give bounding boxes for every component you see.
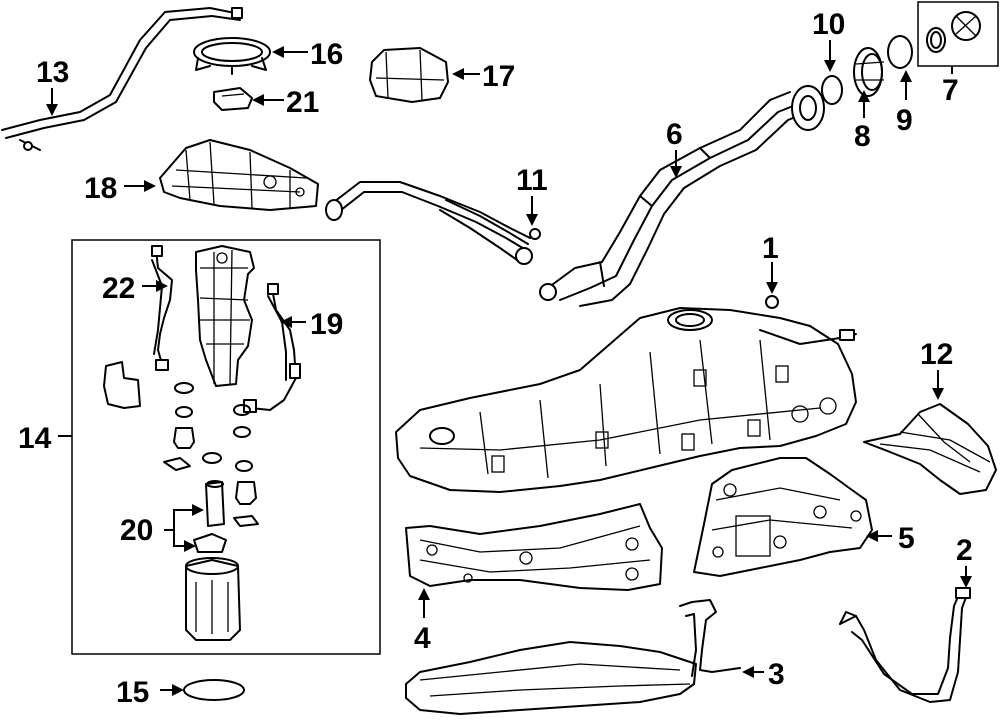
o-ring: [233, 426, 251, 438]
fuel-filter-housing: [185, 557, 241, 641]
callout-7: 7: [942, 74, 959, 107]
callout-16: 16: [310, 38, 343, 71]
part-20-fuel-pump: [193, 480, 227, 553]
part-18-gauge-bracket: [159, 139, 319, 211]
part-15-gasket: [183, 679, 245, 701]
part-8-cap-ring: [853, 47, 885, 97]
callout-labels: 13 16 21 17 18 11 6 10 8 9 7 1 12 5 2 4 …: [18, 8, 973, 709]
part-6-filler-pipe: [539, 85, 825, 307]
callout-5: 5: [898, 522, 915, 555]
part-17-cover: [369, 47, 449, 103]
callout-1: 1: [762, 232, 779, 265]
clip: [163, 457, 191, 471]
part-22-wire-harness: [151, 245, 173, 371]
callout-9: 9: [896, 104, 913, 137]
callout-11: 11: [516, 164, 548, 197]
o-ring: [175, 406, 193, 418]
callout-2: 2: [956, 534, 973, 567]
part-12-heat-insulator: [863, 403, 997, 495]
o-ring: [202, 452, 222, 464]
o-ring: [235, 460, 253, 472]
callout-12: 12: [920, 338, 953, 371]
part-10-gasket: [821, 75, 843, 105]
part-3-strap: [405, 599, 741, 715]
callout-10: 10: [812, 8, 845, 41]
callout-15: 15: [116, 676, 149, 709]
callout-18: 18: [84, 172, 117, 205]
callout-13: 13: [36, 56, 69, 89]
callout-8: 8: [854, 120, 871, 153]
callout-14: 14: [18, 422, 52, 455]
callout-21: 21: [286, 86, 319, 119]
o-ring: [233, 404, 251, 416]
pressure-regulator: [173, 427, 195, 449]
part-4-protector: [405, 503, 663, 591]
part-5-protector: [693, 457, 873, 577]
part-19-wire: [243, 283, 301, 413]
part-14-fuel-pump-group: [71, 239, 381, 655]
callout-3: 3: [768, 658, 785, 691]
callout-17: 17: [482, 60, 515, 93]
callout-20: 20: [120, 514, 153, 547]
part-16-lock-ring: [193, 37, 271, 75]
leader-lines: [46, 40, 972, 696]
pressure-regulator: [235, 481, 257, 505]
part-7-fuel-cap-box: [917, 1, 999, 67]
callout-4: 4: [414, 622, 431, 655]
part-11-breather-hose: [325, 181, 541, 265]
clip: [233, 515, 259, 527]
pump-bracket: [103, 361, 141, 409]
part-2-band: [839, 587, 971, 703]
part-9-gasket: [887, 35, 913, 69]
part-13-vapor-line: [1, 7, 243, 151]
callout-6: 6: [666, 118, 683, 151]
callout-19: 19: [310, 308, 343, 341]
pump-module: [195, 245, 255, 387]
callout-22: 22: [102, 272, 135, 305]
o-ring: [174, 382, 194, 394]
part-21-connector: [213, 87, 253, 111]
part-1-fuel-tank: [395, 295, 857, 493]
